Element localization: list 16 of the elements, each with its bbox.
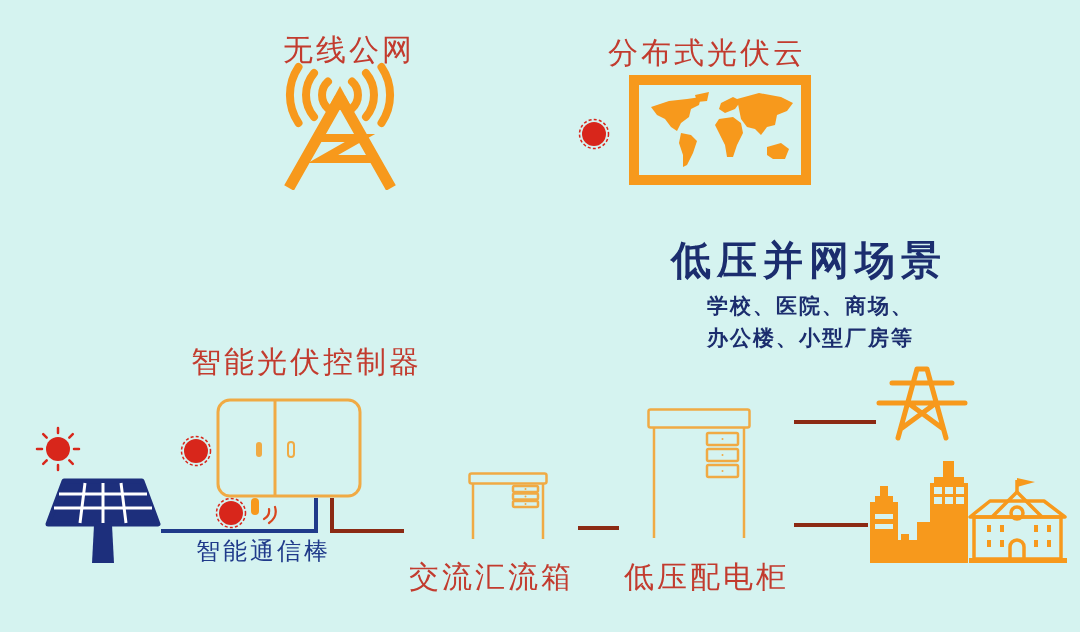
device-label: 交流汇流箱	[408, 560, 574, 593]
network-label: 无线公网	[283, 33, 415, 66]
device-label: 智能光伏控制器	[190, 345, 422, 378]
buildings-icon	[868, 458, 1068, 563]
cable-line	[161, 498, 318, 533]
cable-line	[794, 420, 876, 424]
cable-line	[794, 523, 868, 527]
cable-line	[578, 526, 619, 530]
scene-subtitle: 学校、医院、商场、办公楼、小型厂房等	[705, 292, 915, 352]
scene-title: 低压并网场景	[671, 238, 947, 282]
device-label: 低压配电柜	[623, 560, 789, 593]
power-pylon-icon	[876, 366, 968, 441]
part-label: 智能通信棒	[195, 538, 331, 565]
cable-line	[330, 498, 404, 533]
cloud-label: 分布式光伏云	[608, 36, 806, 69]
solar-panel-icon	[45, 478, 161, 563]
